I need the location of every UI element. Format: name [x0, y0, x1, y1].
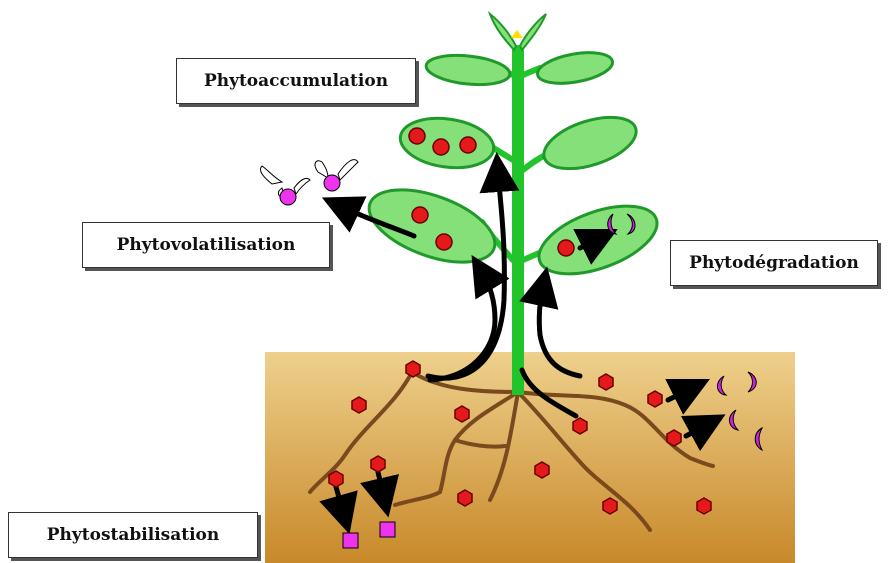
red-hexagon-icon — [648, 391, 662, 407]
label-phytovolatilisation: Phytovolatilisation — [82, 222, 330, 268]
leaf-top-right — [535, 48, 615, 89]
magenta-square-icon — [380, 522, 395, 537]
red-hexagon-icon — [409, 128, 425, 144]
red-hexagon-icon — [603, 498, 617, 514]
red-hexagon-icon — [573, 418, 587, 434]
stem — [512, 45, 524, 395]
red-hexagon-icon — [352, 397, 366, 413]
leaf-top-left — [425, 52, 511, 89]
winged-particle-icon — [260, 166, 310, 205]
red-hexagon-icon — [535, 462, 549, 478]
leaf-mid-right — [538, 107, 643, 179]
red-hexagon-icon — [458, 490, 472, 506]
magenta-square-icon — [343, 533, 358, 548]
red-hexagon-icon — [412, 207, 428, 223]
red-hexagon-icon — [599, 374, 613, 390]
red-hexagon-icon — [460, 137, 476, 153]
red-hexagon-icon — [371, 456, 385, 472]
red-hexagon-icon — [329, 471, 343, 487]
red-hexagon-icon — [697, 498, 711, 514]
label-phytodegradation: Phytodégradation — [670, 240, 878, 286]
red-hexagon-icon — [433, 139, 449, 155]
label-phytoaccumulation: Phytoaccumulation — [176, 58, 416, 104]
red-hexagon-icon — [558, 240, 574, 256]
flower-bud — [490, 14, 546, 50]
red-hexagon-icon — [406, 361, 420, 377]
red-hexagon-icon — [667, 430, 681, 446]
red-hexagon-icon — [455, 406, 469, 422]
label-phytostabilisation: Phytostabilisation — [8, 512, 258, 558]
red-hexagon-icon — [436, 234, 452, 250]
winged-particle-icon — [315, 160, 358, 191]
volatile-particles — [260, 160, 358, 205]
